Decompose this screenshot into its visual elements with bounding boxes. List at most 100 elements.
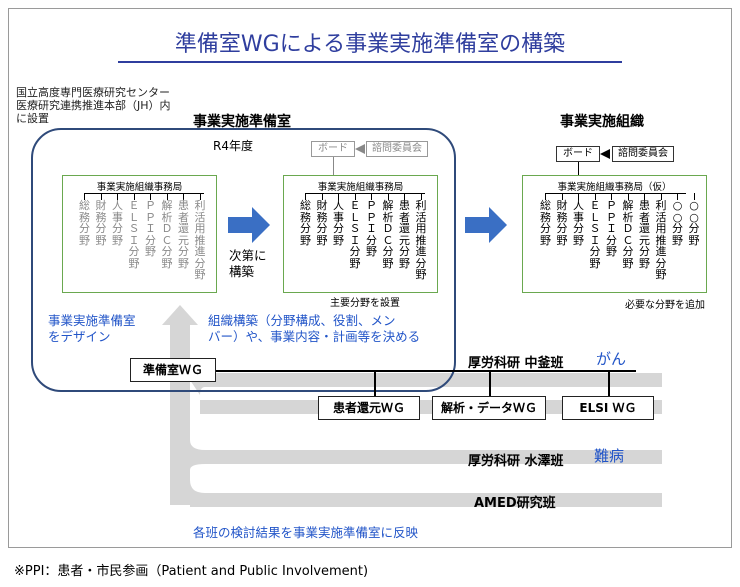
mid-committee-box: 諮問委員会	[366, 141, 428, 157]
column-tick	[100, 193, 102, 200]
field-column: 財務分野	[556, 199, 568, 247]
field-column: ＥＬＳＩ分野	[349, 199, 361, 270]
field-column: 人事分野	[112, 199, 123, 247]
wg-drop-patient	[374, 370, 376, 396]
up-arrow-band	[162, 305, 198, 505]
outer-frame	[8, 8, 732, 548]
field-column: ＰＰＩ分野	[606, 199, 617, 258]
team-nakagama: 厚労科研 中釜班	[468, 356, 564, 371]
arrow-right-2	[465, 207, 507, 243]
field-column: 財務分野	[316, 199, 328, 247]
field-column: 利活用推進分野	[194, 199, 206, 281]
team-nakagama-tag: がん	[596, 350, 627, 368]
wg-drop-elsi	[608, 370, 610, 396]
mid-board-line	[333, 157, 334, 175]
elsi-wg-box: ELSI ＷＧ	[562, 396, 654, 420]
column-tick	[150, 193, 151, 200]
org-board-box: ボード	[556, 146, 600, 162]
build-text: 組織構築（分野構成、役割、メン バー）や、事業内容・計画等を決める	[208, 313, 421, 344]
column-tick	[117, 193, 118, 200]
field-column: 解析ＤＣ分野	[382, 199, 394, 270]
column-tick	[354, 193, 356, 200]
column-tick	[338, 193, 339, 200]
mid-board-box: ボード	[311, 141, 355, 157]
column-tick	[644, 193, 645, 200]
field-column: 利活用推進分野	[655, 199, 667, 281]
field-column: ＥＬＳＩ分野	[589, 199, 601, 270]
field-column: 解析ＤＣ分野	[161, 199, 173, 270]
column-tick	[660, 193, 662, 200]
prep-bureau-title: 事業実施組織事務局	[96, 182, 183, 193]
field-column: 解析ＤＣ分野	[622, 199, 634, 270]
column-tick	[611, 193, 612, 200]
column-tick	[387, 193, 389, 200]
field-column: 総務分野	[540, 199, 551, 247]
prep-bureau: 事業実施組織事務局	[62, 175, 217, 293]
org-bureau-title: 事業実施組織事務局（仮）	[557, 182, 672, 193]
column-tick	[545, 193, 546, 200]
mid-bureau-hline	[305, 193, 425, 194]
team-mizusawa: 厚労科研 水澤班	[468, 454, 564, 469]
column-tick	[677, 193, 678, 200]
column-tick	[371, 193, 372, 200]
field-column: ＰＰＩ分野	[366, 199, 377, 258]
field-column: 総務分野	[300, 199, 311, 247]
wg-drop-analysis	[489, 370, 491, 396]
org-heading: 事業実施組織	[560, 114, 644, 130]
field-column: 財務分野	[95, 199, 107, 247]
fiscal-year-label: R4年度	[213, 139, 253, 153]
team-amed: AMED研究班	[474, 496, 556, 511]
arrow-right-1	[228, 207, 270, 243]
column-tick	[321, 193, 323, 200]
column-tick	[133, 193, 135, 200]
patient-wg-box: 患者還元ＷＧ	[318, 396, 420, 420]
org-bureau-hline	[546, 193, 686, 194]
field-column: ＥＬＳＩ分野	[128, 199, 140, 270]
column-tick	[84, 193, 85, 200]
mid-arrow-committee	[355, 144, 365, 154]
title-underline	[118, 61, 622, 63]
field-column: 人事分野	[333, 199, 344, 247]
band-wg-row	[200, 400, 662, 414]
column-tick	[693, 193, 695, 200]
org-board-line	[578, 162, 579, 175]
column-tick	[183, 193, 184, 200]
band-amed	[190, 480, 662, 507]
org-caption: 必要な分野を追加	[625, 300, 705, 311]
mid-bureau: 事業実施組織事務局	[283, 175, 438, 293]
org-committee-box: 諮問委員会	[612, 146, 674, 162]
mid-caption: 主要分野を設置	[330, 298, 400, 309]
field-column: ○○分野	[672, 199, 683, 247]
feedback-text: 各班の検討結果を事業実施準備室に反映	[193, 525, 419, 540]
field-column: 総務分野	[79, 199, 90, 247]
prep-room-heading: 事業実施準備室	[193, 114, 291, 130]
design-text: 事業実施準備室 をデザイン	[48, 313, 136, 344]
field-column: 人事分野	[573, 199, 584, 247]
column-tick	[420, 193, 422, 200]
mid-bureau-title: 事業実施組織事務局	[317, 182, 404, 193]
column-tick	[627, 193, 629, 200]
analysis-wg-box: 解析・データＷＧ	[432, 396, 546, 420]
field-column: 患者還元分野	[178, 199, 189, 270]
location-note: 国立高度専門医療研究センター 医療研究連携推進本部（JH）内 に設置	[16, 86, 171, 125]
page-title: 準備室WGによる事業実施準備室の構築	[174, 32, 566, 57]
column-tick	[305, 193, 306, 200]
org-bureau: 事業実施組織事務局（仮）	[522, 175, 707, 293]
column-tick	[561, 193, 563, 200]
field-column: 患者還元分野	[399, 199, 410, 270]
team-mizusawa-tag: 難病	[594, 447, 625, 465]
field-column: 利活用推進分野	[415, 199, 427, 281]
footer-note: ※PPI：患者・市民参画（Patient and Public Involvem…	[14, 564, 369, 579]
field-column: ○○分野	[688, 199, 700, 247]
prep-bureau-hline	[84, 193, 204, 194]
org-arrow-committee	[600, 149, 610, 159]
column-tick	[578, 193, 579, 200]
band-mizusawa	[190, 440, 662, 470]
prep-room-frame	[31, 128, 456, 392]
column-tick	[404, 193, 405, 200]
column-tick	[594, 193, 596, 200]
prep-wg-box: 準備室ＷＧ	[130, 358, 216, 382]
column-tick	[166, 193, 168, 200]
gradual-label: 次第に 構築	[229, 248, 267, 279]
